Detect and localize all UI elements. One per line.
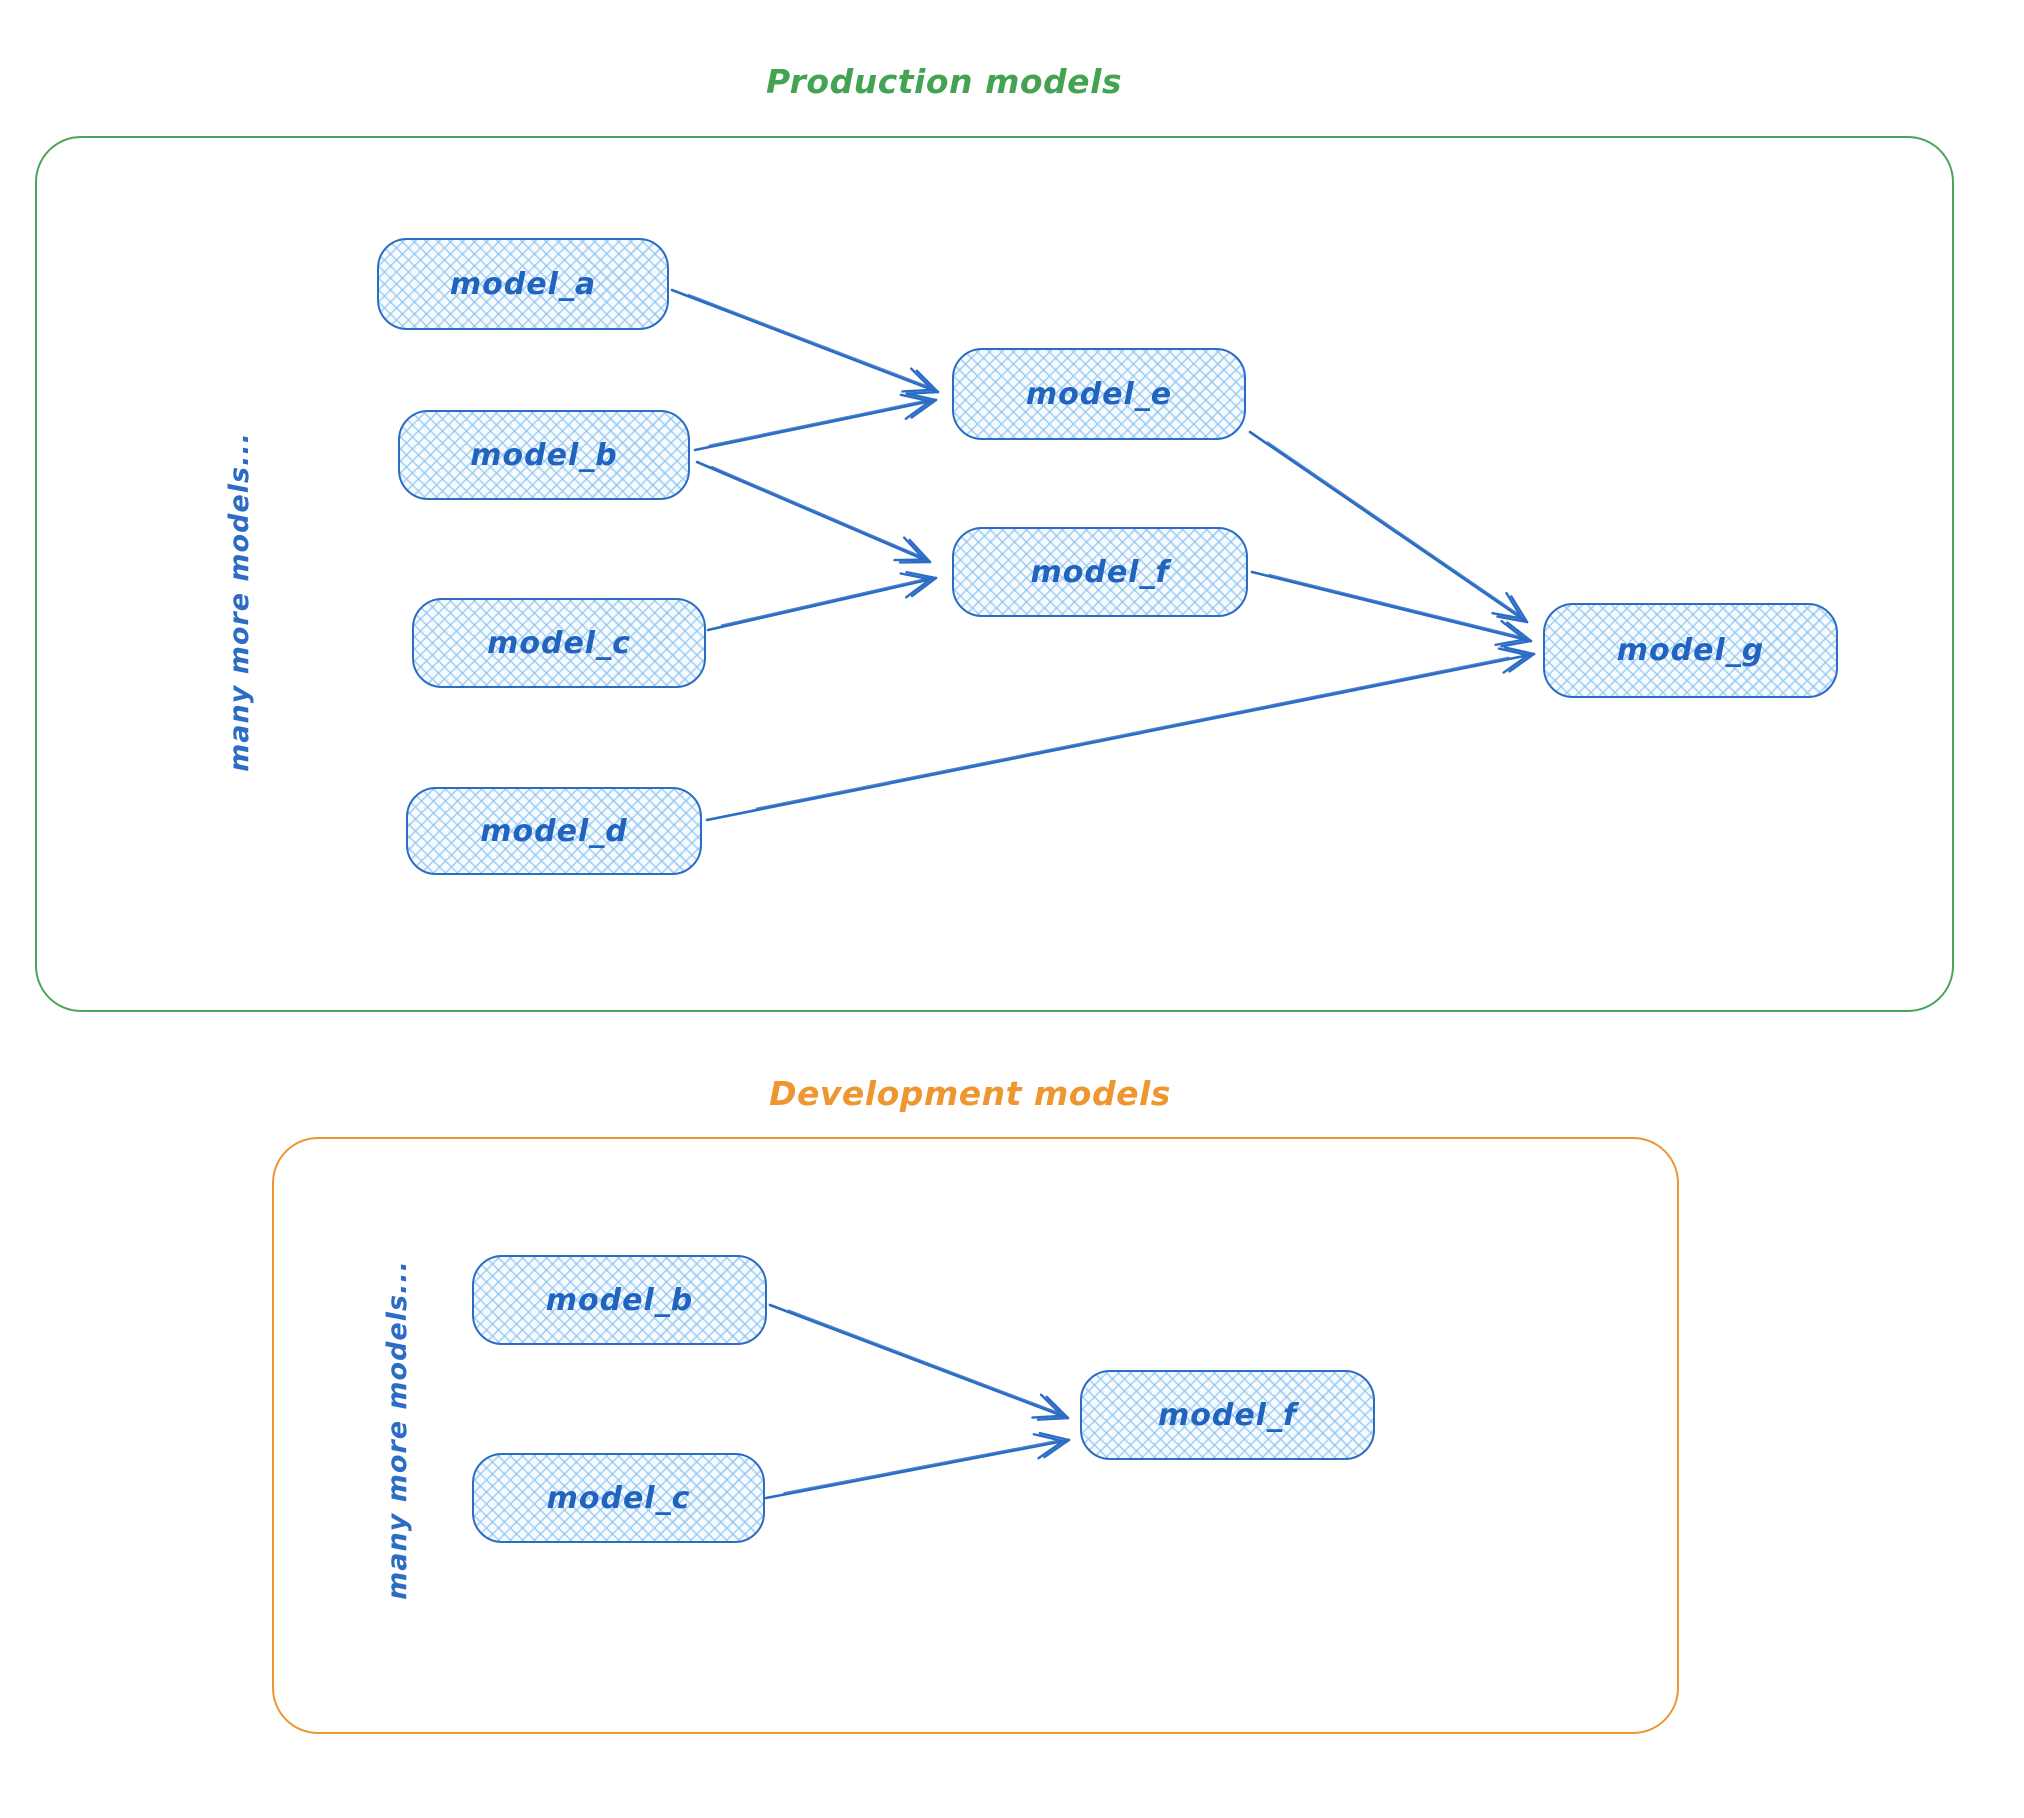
development-container-frame	[272, 1137, 1679, 1734]
node-production-model_f: model_f	[952, 527, 1248, 617]
node-label: model_f	[1157, 1397, 1298, 1433]
production-side-label: many more models...	[223, 432, 255, 772]
node-label: model_f	[1030, 554, 1170, 590]
development-section-title: Development models	[769, 1074, 1171, 1113]
node-development-model_b: model_b	[472, 1255, 767, 1345]
node-development-model_f: model_f	[1080, 1370, 1375, 1460]
node-development-model_c: model_c	[472, 1453, 765, 1543]
node-production-model_c: model_c	[412, 598, 706, 688]
node-production-model_e: model_e	[952, 348, 1246, 440]
production-section-title: Production models	[765, 62, 1123, 101]
node-label: model_a	[449, 266, 597, 302]
production-container-frame	[35, 136, 1954, 1012]
node-label: model_g	[1616, 633, 1765, 668]
node-production-model_a: model_a	[377, 238, 669, 330]
node-label: model_d	[480, 813, 628, 849]
node-production-model_b: model_b	[398, 410, 690, 500]
node-label: model_c	[487, 625, 631, 661]
development-side-label: many more models...	[381, 1260, 413, 1600]
node-production-model_g: model_g	[1543, 603, 1838, 698]
node-label: model_b	[470, 437, 618, 473]
node-label: model_b	[545, 1282, 694, 1318]
node-production-model_d: model_d	[406, 787, 702, 875]
node-label: model_e	[1025, 376, 1173, 412]
node-label: model_c	[546, 1480, 691, 1516]
